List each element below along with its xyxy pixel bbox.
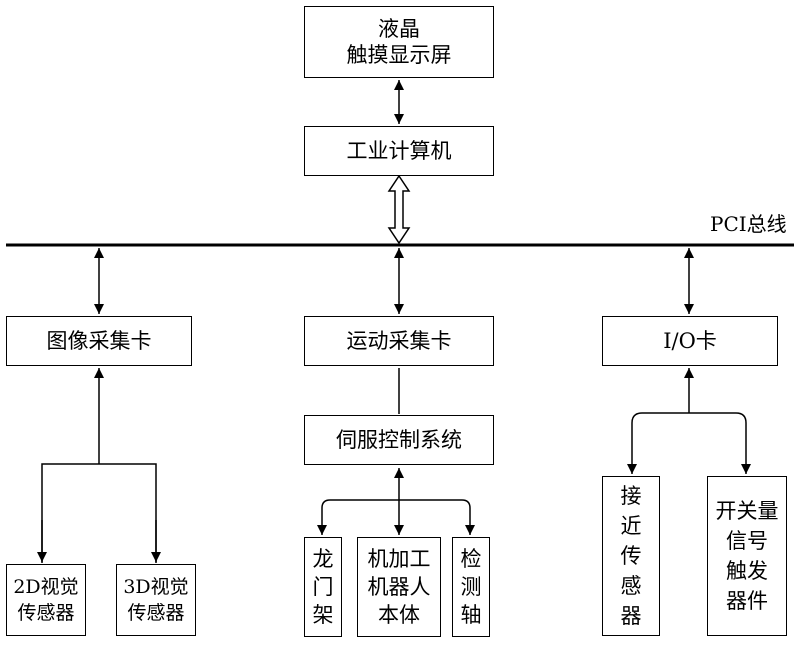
servo-control-system-box: 伺服控制系统 <box>304 415 494 465</box>
2d-vision-sensor-box: 2D视觉 传感器 <box>6 564 86 636</box>
servo-gantry-arrow <box>317 499 399 535</box>
io-proximity-arrow <box>627 412 689 474</box>
image-branch-bar <box>41 463 157 563</box>
io-card-box: I/O卡 <box>602 316 778 366</box>
lcd-touchscreen-box: 液晶 触摸显示屏 <box>304 6 494 78</box>
image-acquisition-card-box: 图像采集卡 <box>6 316 192 366</box>
detection-axis-box: 检测轴 <box>452 537 490 637</box>
gantry-box: 龙门架 <box>304 537 342 637</box>
3d-vision-sensor-box: 3D视觉 传感器 <box>116 564 196 636</box>
switch-signal-trigger-box: 开关量 信号 触发 器件 <box>707 476 787 636</box>
machining-robot-body-box: 机加工 机器人 本体 <box>357 537 441 637</box>
pci-bus-label: PCI总线 <box>710 212 787 236</box>
motion-acquisition-card-box: 运动采集卡 <box>304 316 494 366</box>
io-switch-arrow <box>689 412 751 474</box>
industrial-computer-box: 工业计算机 <box>304 126 494 176</box>
proximity-sensor-box: 接近传感器 <box>602 476 660 636</box>
ipc-bus-hollow-arrow <box>387 174 411 245</box>
servo-axis-arrow <box>399 499 475 535</box>
